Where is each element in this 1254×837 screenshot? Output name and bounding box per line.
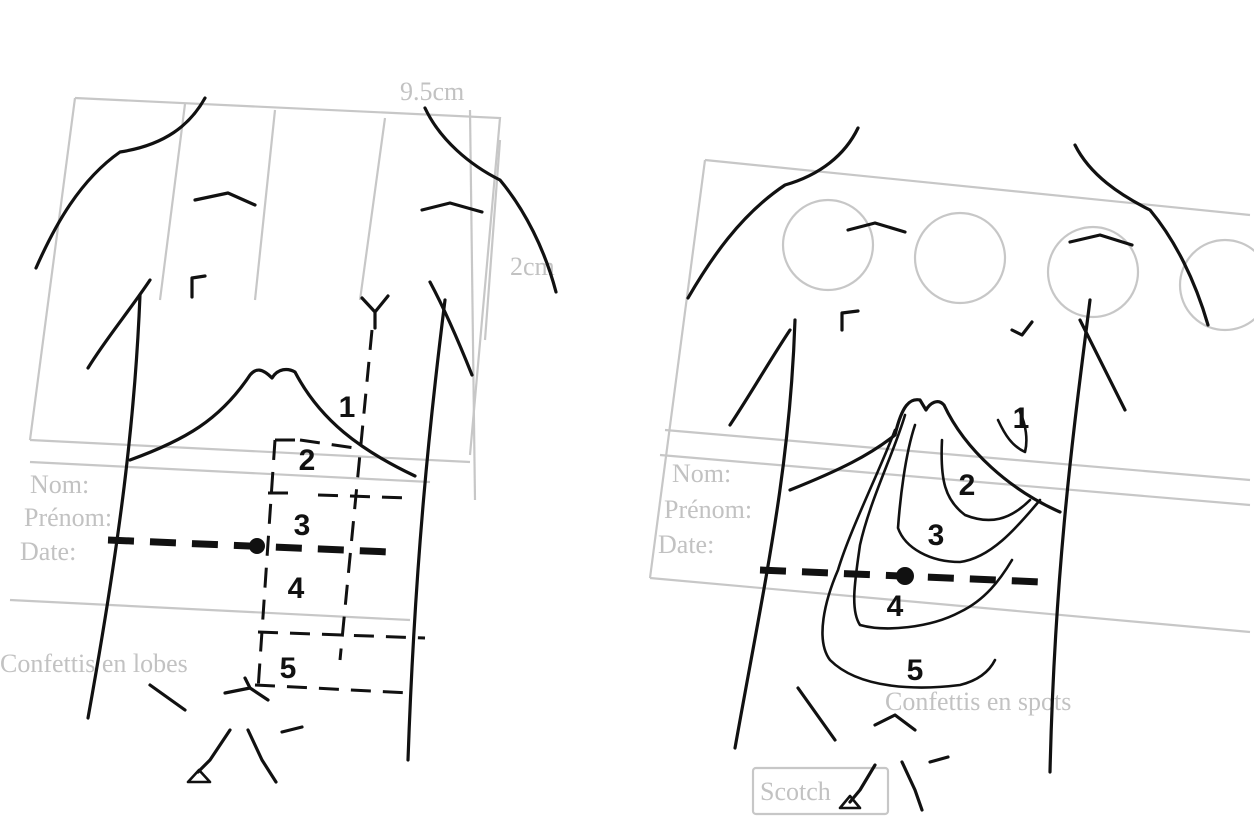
left-faint-form: 9.5cm 2cm Nom: Prénom: Date: Confettis e…	[0, 77, 555, 678]
right-zone-1: 1	[1013, 402, 1030, 435]
right-figure: Scotch Nom: Prénom: Date: Confettis en s…	[650, 128, 1254, 814]
right-zone-contours	[760, 412, 1042, 687]
left-zone-2: 2	[299, 444, 316, 477]
left-figure: 9.5cm 2cm Nom: Prénom: Date: Confettis e…	[0, 77, 556, 782]
left-zone-1: 1	[339, 391, 356, 424]
right-zone-4: 4	[887, 590, 904, 623]
left-caption: Confettis en lobes	[0, 649, 188, 678]
left-zone-5: 5	[280, 652, 297, 685]
right-zone-3: 3	[928, 519, 945, 552]
right-field-prenom: Prénom:	[664, 495, 752, 524]
right-field-nom: Nom:	[672, 459, 731, 488]
right-scotch-label: Scotch	[760, 777, 831, 806]
left-field-prenom: Prénom:	[24, 503, 112, 532]
left-zone-3: 3	[294, 509, 311, 542]
left-field-nom: Nom:	[30, 470, 89, 499]
left-navel-marker	[249, 538, 265, 554]
right-zone-5: 5	[907, 654, 924, 687]
right-caption: Confettis en spots	[885, 687, 1071, 716]
left-field-date: Date:	[20, 537, 76, 566]
right-field-date: Date:	[658, 530, 714, 559]
left-width-measure: 9.5cm	[400, 77, 464, 106]
right-navel-marker	[896, 567, 914, 585]
left-zone-4: 4	[288, 572, 305, 605]
left-zone-grid	[108, 330, 425, 693]
right-zone-2: 2	[959, 469, 976, 502]
